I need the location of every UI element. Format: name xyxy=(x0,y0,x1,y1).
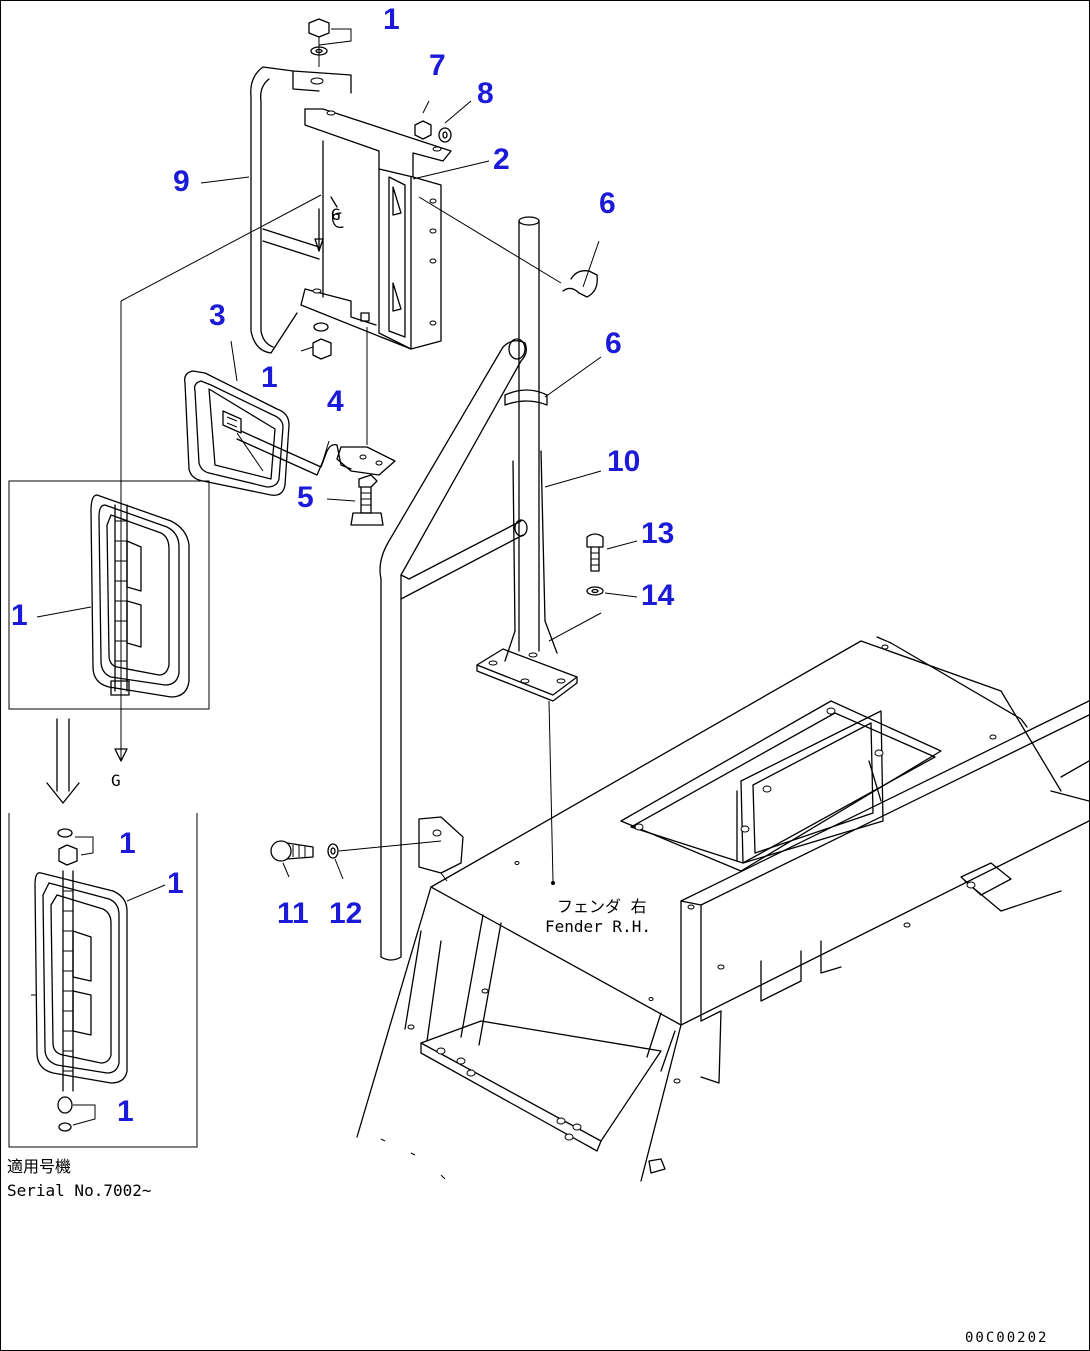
callout-11: 11 xyxy=(277,897,309,930)
callout-8: 8 xyxy=(477,77,494,110)
nut-washer-1-mid xyxy=(300,322,332,360)
arrow-mark-label-top: G xyxy=(331,205,341,224)
callout-1-inset-b3: 1 xyxy=(117,1095,134,1128)
leader-lines xyxy=(36,160,638,880)
callout-1-inset-b1: 1 xyxy=(119,827,136,860)
callout-7: 7 xyxy=(429,49,446,82)
callout-1-top: 1 xyxy=(383,3,400,36)
mounting-plate-2 xyxy=(300,108,452,350)
callout-1-inset-b2: 1 xyxy=(167,867,184,900)
mirror-bracket-9 xyxy=(250,66,352,354)
inset-mirror-assembly-b xyxy=(8,813,198,1148)
callout-9: 9 xyxy=(173,165,190,198)
clamp-6-lower xyxy=(504,389,548,406)
mirror-3 xyxy=(184,370,290,496)
callout-5: 5 xyxy=(297,481,314,514)
callout-1-inset-a: 1 xyxy=(11,599,28,632)
step-ladder xyxy=(356,886,682,1182)
clamp-6-upper xyxy=(418,196,598,298)
handrail-frame xyxy=(379,338,528,961)
callout-3: 3 xyxy=(209,299,226,332)
callout-6-lower: 6 xyxy=(605,327,622,360)
fender-label-jp: フェンダ 右 xyxy=(557,897,647,916)
bolt-13-washer-14 xyxy=(586,533,604,596)
down-arrow xyxy=(46,718,80,804)
callout-1-mid: 1 xyxy=(261,361,278,394)
post-10 xyxy=(476,216,602,885)
nut-7-washer-8 xyxy=(414,100,472,143)
callout-12: 12 xyxy=(329,897,363,930)
serial-label-jp: 適用号機 xyxy=(7,1157,72,1176)
callout-14: 14 xyxy=(641,579,675,612)
bolt-5 xyxy=(350,474,384,526)
callout-10: 10 xyxy=(607,445,641,478)
nut-washer-1-top xyxy=(308,18,352,67)
drawing-number: 00C00202 xyxy=(965,1330,1049,1346)
bolt-11-washer-12 xyxy=(270,816,464,882)
callout-4: 4 xyxy=(327,385,344,418)
fender-label-en: Fender R.H. xyxy=(545,917,651,936)
inset-mirror-assembly-a xyxy=(8,194,322,762)
mirror-stay-4 xyxy=(236,327,396,476)
callout-6-upper: 6 xyxy=(599,187,616,220)
serial-label-en: Serial No.7002~ xyxy=(7,1181,152,1200)
fender-body xyxy=(430,636,1089,1084)
arrow-mark-label: G xyxy=(111,771,121,790)
callout-2: 2 xyxy=(493,143,510,176)
callout-13: 13 xyxy=(641,517,675,550)
